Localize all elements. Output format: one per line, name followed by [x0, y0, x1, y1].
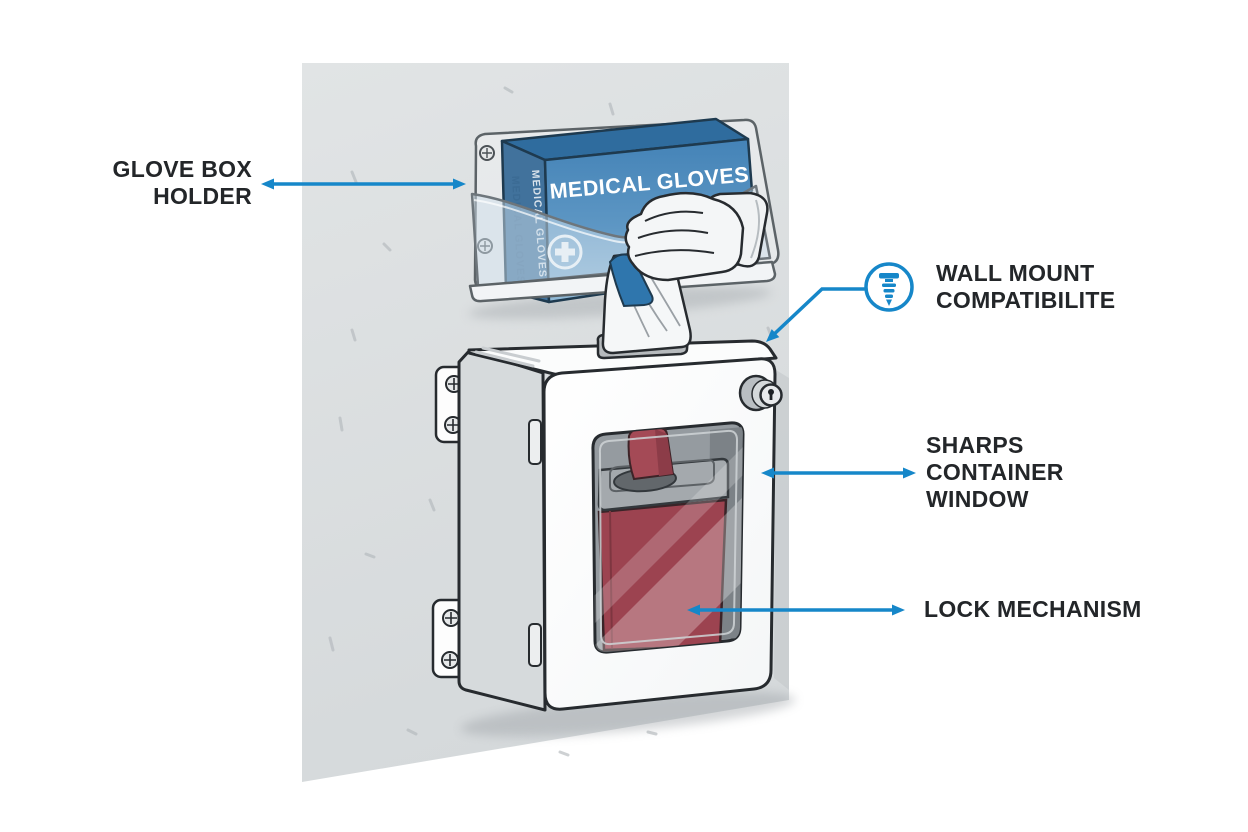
hinge-top [528, 419, 542, 465]
callout-line: WALL MOUNT [936, 260, 1095, 286]
cabinet-side-shadow [774, 370, 789, 690]
lock-cylinder [738, 374, 783, 412]
callout-sharps-container-window: SHARPS CONTAINER WINDOW [926, 432, 1064, 513]
hinge-bottom [528, 623, 542, 667]
sharps-window-arrow [761, 467, 916, 479]
keyhole-icon [768, 389, 774, 400]
cabinet-window [591, 421, 745, 654]
callout-line: HOLDER [153, 183, 252, 209]
callout-wall-mount: WALL MOUNT COMPATIBILITE [936, 260, 1115, 314]
callout-line: SHARPS [926, 432, 1024, 458]
callout-glove-box-holder: GLOVE BOX HOLDER [113, 156, 252, 210]
callout-line: GLOVE BOX [112, 156, 252, 182]
screw-icon [864, 262, 914, 312]
callout-arrows [261, 178, 916, 616]
callout-line: COMPATIBILITE [936, 287, 1116, 313]
glove-hand [624, 191, 769, 282]
cabinet-shadow [460, 691, 796, 737]
glove-box-holder-arrow [261, 178, 466, 190]
glass-reflections [592, 432, 743, 653]
callout-line: CONTAINER [926, 459, 1064, 485]
callout-lock-mechanism: LOCK MECHANISM [924, 596, 1142, 623]
hand-fist [624, 191, 745, 282]
callout-line: WINDOW [926, 486, 1029, 512]
lock-mechanism-arrow [687, 604, 905, 616]
glove-cuff-blue [608, 253, 654, 308]
callout-line: LOCK MECHANISM [924, 596, 1142, 622]
wall-mount-arrow [766, 287, 866, 342]
